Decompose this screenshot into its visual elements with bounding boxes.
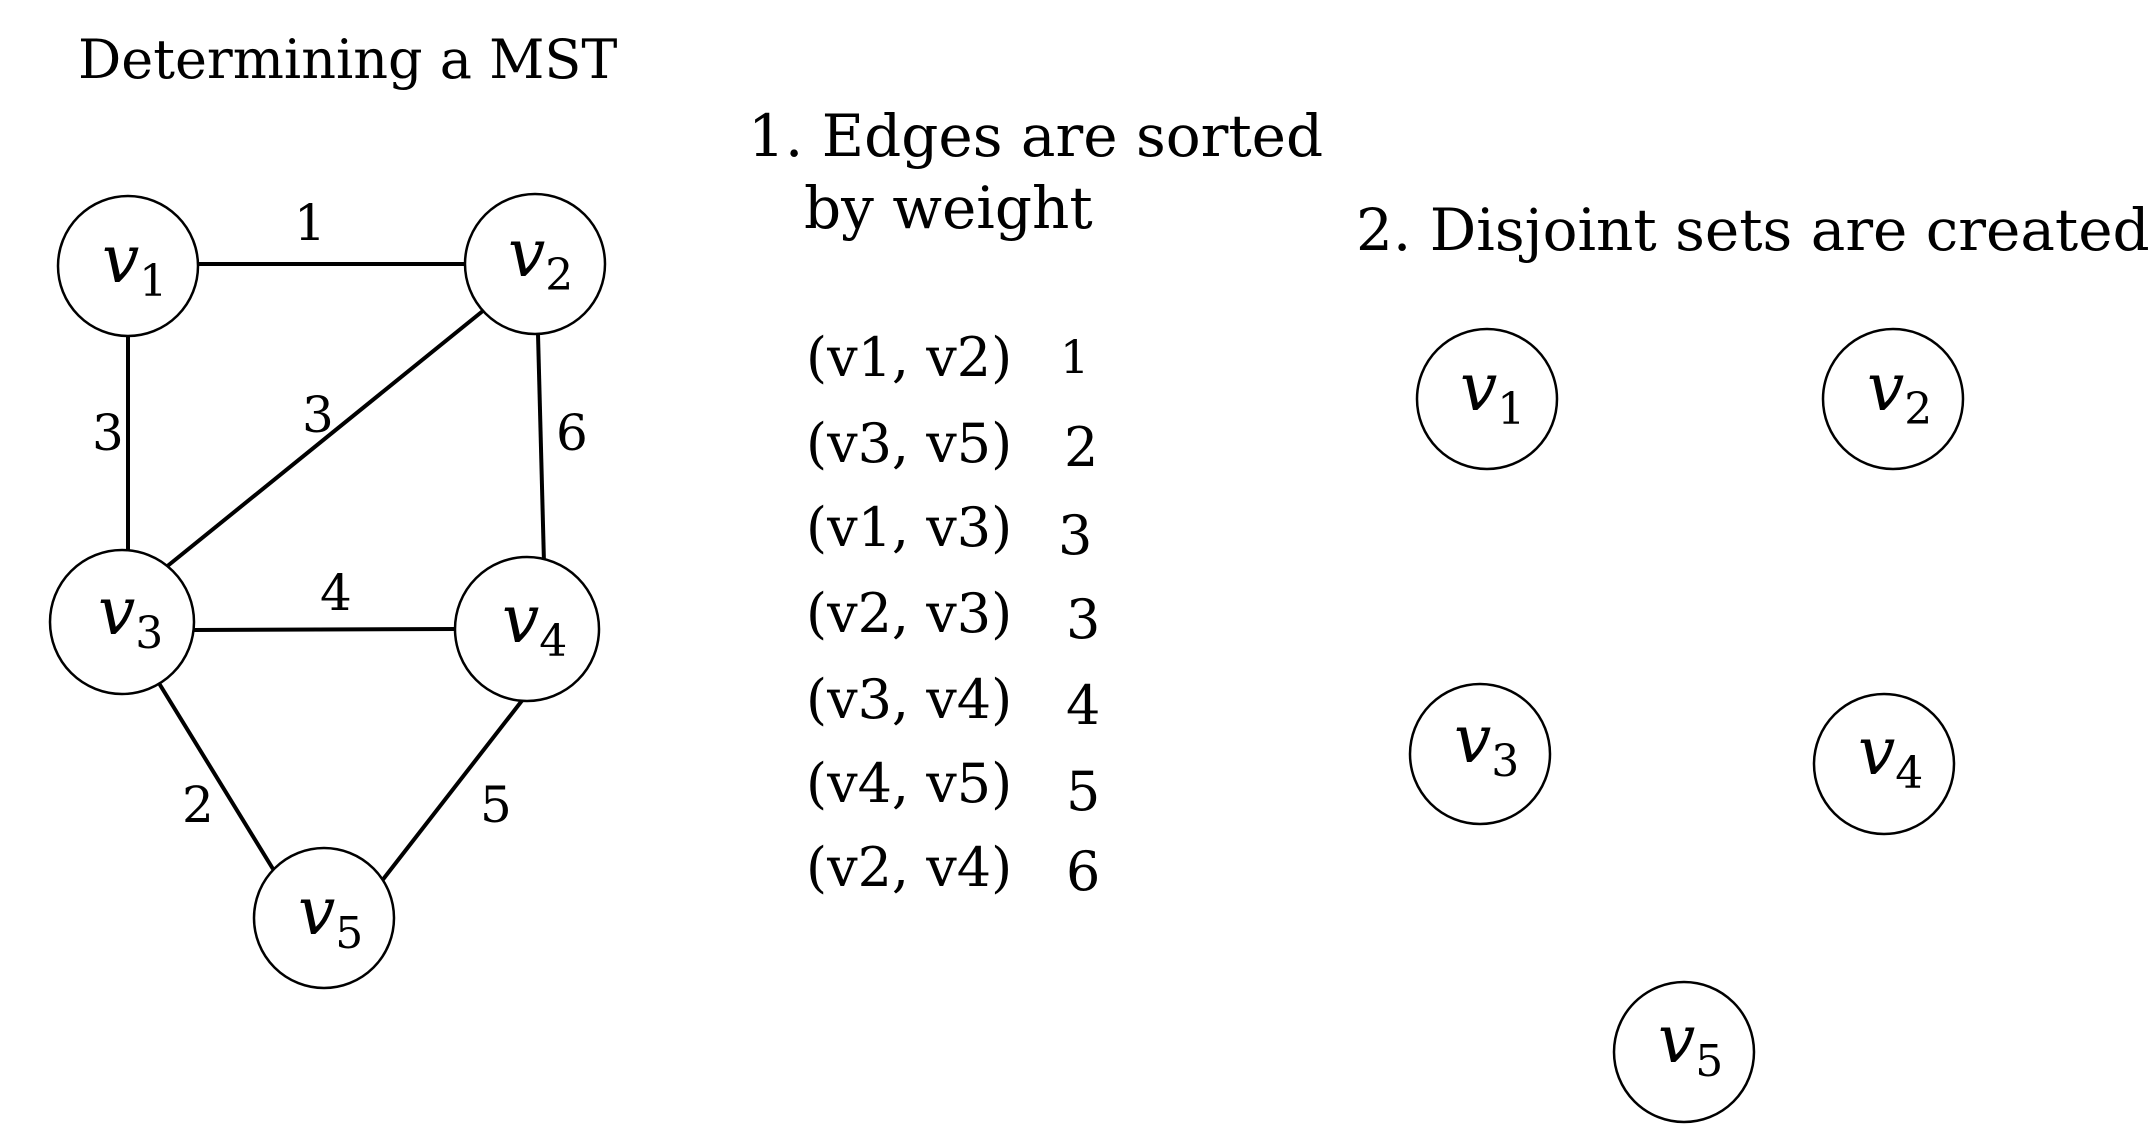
node-v5-circle [252, 846, 396, 990]
node-v2-circle [463, 192, 607, 336]
set-v3-label: v3 [1454, 701, 1519, 787]
disjoint-set-labels: v1 v2 v3 v4 v5 [1454, 349, 1932, 1087]
sorted-edge-pair-7: (v2, v4) [806, 836, 1013, 899]
graph-nodes [48, 192, 607, 990]
set-v1-circle [1415, 327, 1559, 471]
weight-v3-v5: 2 [182, 776, 214, 834]
edge-v4-v5 [379, 696, 526, 884]
sorted-edge-weight-4: 3 [1066, 588, 1101, 651]
graph-edge-weights: 1 3 3 6 4 2 5 [92, 194, 588, 834]
sorted-edge-weight-5: 4 [1066, 674, 1101, 737]
graph-node-labels: v1 v2 v3 v4 v5 [98, 215, 573, 959]
graph-diagram: v1 v2 v3 v4 v5 1 3 3 6 4 2 5 v1 v2 v3 v4… [48, 192, 1965, 1124]
sorted-edge-weight-6: 5 [1066, 760, 1101, 823]
set-v1-label: v1 [1460, 349, 1525, 435]
graph-edges [126, 262, 546, 884]
set-v4-label: v4 [1858, 713, 1923, 799]
node-v1-label: v1 [102, 221, 167, 307]
node-v3-circle [48, 548, 196, 696]
set-v2-label: v2 [1867, 349, 1932, 435]
sorted-edge-pair-2: (v3, v5) [806, 412, 1013, 475]
node-v4-label: v4 [502, 581, 567, 667]
set-v5-circle [1612, 980, 1756, 1124]
weight-v4-v5: 5 [480, 776, 512, 834]
sorted-edge-weight-3: 3 [1058, 504, 1093, 567]
sorted-edge-pair-3: (v1, v3) [806, 496, 1013, 559]
step-1-line-1: 1. Edges are sorted [748, 102, 1324, 170]
step-1-line-2: by weight [804, 174, 1093, 242]
edge-v2-v4 [536, 333, 546, 564]
weight-v1-v3: 3 [92, 404, 124, 462]
sorted-edge-weight-1: 1 [1060, 330, 1090, 384]
node-v4-circle [453, 555, 601, 703]
step-1-heading: 1. Edges are sorted by weight [748, 100, 1323, 244]
set-v3-circle [1408, 682, 1552, 826]
edge-v3-v5 [155, 678, 275, 871]
sorted-edge-pair-1: (v1, v2) [806, 326, 1013, 389]
sorted-edge-pair-6: (v4, v5) [806, 752, 1013, 815]
sorted-edge-pair-5: (v3, v4) [806, 668, 1013, 731]
sorted-edge-weight-2: 2 [1064, 416, 1099, 479]
node-v1-circle [56, 194, 200, 338]
weight-v2-v4: 6 [556, 404, 588, 462]
set-v4-circle [1812, 692, 1956, 836]
weight-v3-v4: 4 [320, 564, 352, 622]
node-v5-label: v5 [298, 873, 363, 959]
disjoint-set-nodes [1408, 327, 1965, 1124]
sorted-edge-pair-4: (v2, v3) [806, 582, 1013, 645]
set-v5-label: v5 [1658, 1001, 1723, 1087]
step-2-heading: 2. Disjoint sets are created [1356, 196, 2150, 264]
diagram-title: Determining a MST [78, 28, 618, 91]
edge-v3-v4 [193, 627, 457, 632]
set-v2-circle [1821, 327, 1965, 471]
weight-v1-v2: 1 [294, 194, 326, 252]
sorted-edge-weight-7: 6 [1066, 840, 1101, 903]
node-v2-label: v2 [508, 215, 573, 301]
weight-v2-v3: 3 [302, 386, 334, 444]
edge-v2-v3 [163, 308, 486, 570]
node-v3-label: v3 [98, 573, 163, 659]
